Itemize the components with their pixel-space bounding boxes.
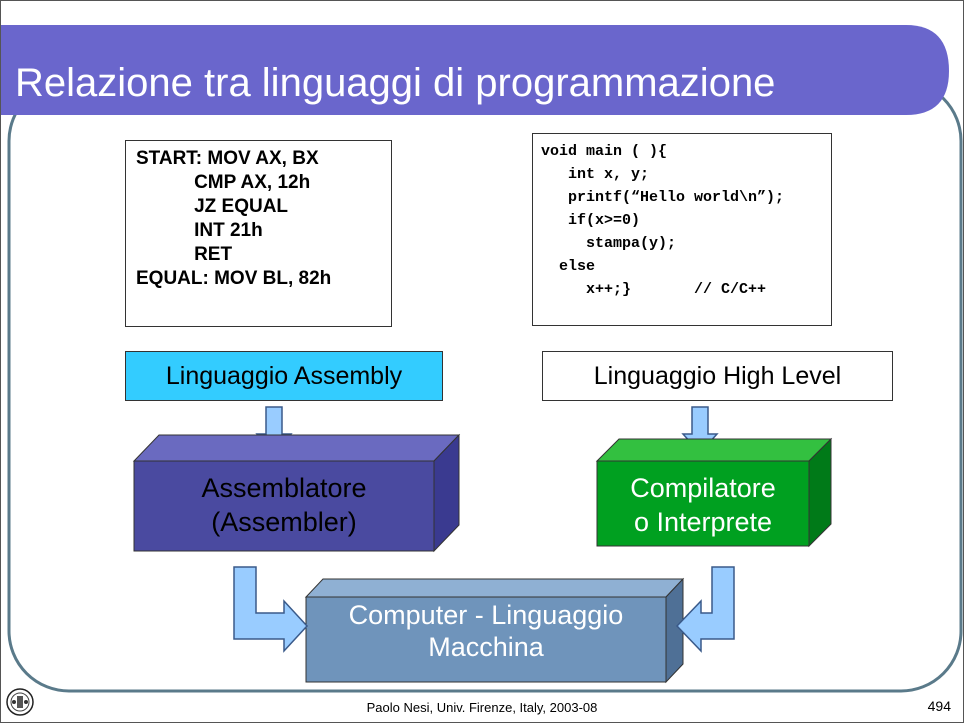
slide-title: Relazione tra linguaggi di programmazion… [15, 61, 776, 105]
code-line: START: MOV AX, BX [136, 148, 319, 169]
computer-block [304, 577, 685, 684]
assembler-block [132, 433, 461, 553]
code-line: int x, y; [541, 166, 650, 183]
compiler-label-line1: Compilatore [630, 473, 776, 503]
footer-credit: Paolo Nesi, Univ. Firenze, Italy, 2003-0… [366, 700, 598, 715]
page-number: 494 [927, 698, 951, 714]
code-line: INT 21h [136, 220, 263, 241]
code-line: void main ( ){ [541, 143, 668, 160]
code-line: JZ EQUAL [136, 196, 289, 217]
university-seal-icon [6, 688, 34, 716]
code-line: printf(“Hello world\n”); [541, 189, 785, 206]
compiler-label-line2: o Interprete [633, 507, 773, 537]
assembly-code-box: START: MOV AX, BX CMP AX, 12h JZ EQUAL I… [125, 140, 392, 327]
computer-label-line2: Macchina [428, 632, 544, 662]
code-line: stampa(y); [541, 235, 677, 252]
high-level-language-box: Linguaggio High Level [542, 351, 893, 401]
computer-label: Computer - Linguaggio Macchina [301, 599, 671, 663]
code-line: CMP AX, 12h [136, 172, 311, 193]
code-line: else [541, 258, 596, 275]
code-line: EQUAL: MOV BL, 82h [136, 268, 332, 289]
assembler-label-line2: (Assembler) [211, 507, 357, 537]
assembler-label: Assemblatore (Assembler) [134, 471, 434, 539]
computer-label-line1: Computer - Linguaggio [348, 600, 624, 630]
code-line: if(x>=0) [541, 212, 641, 229]
arrow-compiler-to-computer [675, 566, 735, 653]
code-line: x++;} // C/C++ [541, 281, 767, 298]
high-level-code-box: void main ( ){ int x, y; printf(“Hello w… [532, 133, 832, 326]
assembler-label-line1: Assemblatore [201, 473, 367, 503]
assembly-language-box: Linguaggio Assembly [125, 351, 443, 401]
compiler-block [595, 437, 833, 548]
title-bar [1, 25, 949, 115]
compiler-label: Compilatore o Interprete [597, 471, 809, 539]
arrow-assembler-to-computer [233, 566, 309, 653]
code-line: RET [136, 244, 233, 265]
